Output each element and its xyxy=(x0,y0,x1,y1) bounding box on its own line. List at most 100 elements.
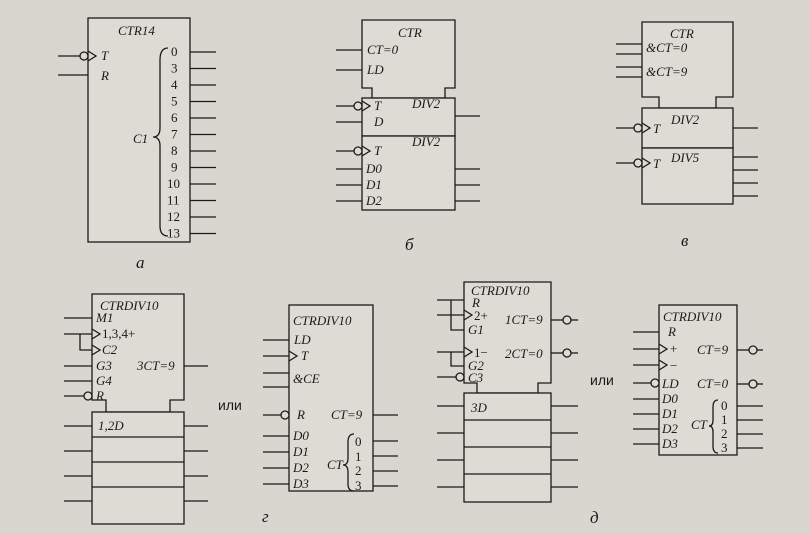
d2-ld: LD xyxy=(661,376,679,391)
d1-c3: C3 xyxy=(468,370,484,385)
ctr-b-t2: T xyxy=(374,143,382,158)
g2-ld: LD xyxy=(293,332,311,347)
ctr14-box xyxy=(87,17,191,243)
d2-bit-1: 1 xyxy=(721,412,728,427)
dynamic-input-marker xyxy=(91,328,102,340)
ctr-b-t1: T xyxy=(374,98,382,113)
shared-clock-wire xyxy=(79,334,92,351)
ctr-v-div5: DIV5 xyxy=(670,150,700,165)
ctr14-output-label: 13 xyxy=(167,226,180,241)
g1-c2: C2 xyxy=(102,342,118,357)
symbol-ctrdiv10-g1: CTRDIV10 M1 1,3,4+ C2 G3 G4 R 3CT=9 1,2D xyxy=(64,293,208,525)
ctr-v-t2: T xyxy=(653,156,661,171)
d1-down: 1− xyxy=(474,345,488,360)
ctr14-output-label: 4 xyxy=(171,77,178,92)
d2-d0: D0 xyxy=(661,391,678,406)
caption-v: в xyxy=(681,231,689,250)
d2-ct0: CT=0 xyxy=(697,376,729,391)
d2-d2: D2 xyxy=(661,421,678,436)
g2-d0: D0 xyxy=(292,428,309,443)
ctr-v-ct9: &CT=9 xyxy=(646,64,688,79)
inversion-bubble xyxy=(280,410,290,420)
ctr-b-div2b: DIV2 xyxy=(411,134,441,149)
ctr-v-t1: T xyxy=(653,121,661,136)
d1-g2: G2 xyxy=(468,358,484,373)
g1-title: CTRDIV10 xyxy=(100,298,159,313)
or-label-g: или xyxy=(218,397,242,413)
d2-ct: CT xyxy=(691,417,708,432)
symbol-ctrdiv10-d2: CTRDIV10 R + CT=9 − LD CT=0 D0 D1 D2 D3 … xyxy=(633,304,763,456)
g2-ct: CT xyxy=(327,457,344,472)
inversion-bubble xyxy=(353,146,363,156)
d2-box xyxy=(658,304,738,456)
d2-brace xyxy=(708,399,719,454)
dynamic-input-marker xyxy=(641,122,652,134)
ctr14-output-label: 11 xyxy=(167,193,180,208)
g1-g3: G3 xyxy=(96,358,112,373)
inversion-bubble xyxy=(748,345,758,355)
g2-bit-0: 0 xyxy=(355,434,362,449)
inversion-bubble xyxy=(353,101,363,111)
d2-ct9: CT=9 xyxy=(697,342,729,357)
ctr14-output-label: 9 xyxy=(171,160,178,175)
caption-g: г xyxy=(262,507,269,526)
dynamic-input-marker xyxy=(658,343,669,355)
div5-stage xyxy=(641,147,734,205)
g1-m1: M1 xyxy=(95,310,113,325)
g2-ce: &CE xyxy=(293,371,320,386)
ctr-b-d0: D0 xyxy=(365,161,382,176)
inversion-bubble xyxy=(562,315,572,325)
g1-data-block xyxy=(91,411,185,525)
caption-b: б xyxy=(405,235,414,254)
div2-stage xyxy=(641,107,734,149)
inversion-bubble xyxy=(455,372,465,382)
ctr-v-title: CTR xyxy=(670,26,694,41)
ctr14-output-label: 0 xyxy=(171,44,178,59)
d2-minus: − xyxy=(670,358,677,373)
g2-brace xyxy=(342,433,355,492)
inversion-bubble xyxy=(633,123,643,133)
inversion-bubble xyxy=(562,348,572,358)
g2-d2: D2 xyxy=(292,460,309,475)
ctr14-output-label: 10 xyxy=(167,176,180,191)
inversion-bubble xyxy=(633,158,643,168)
d1-data-label: 3D xyxy=(470,400,488,415)
ctr14-group-label: C1 xyxy=(133,131,148,146)
d2-title: CTRDIV10 xyxy=(663,309,722,324)
g1-r: R xyxy=(95,388,104,403)
dynamic-input-marker xyxy=(87,50,98,62)
d1-ct9: 1CT=9 xyxy=(505,312,543,327)
dynamic-input-marker xyxy=(361,145,372,157)
d1-g1: G1 xyxy=(468,322,484,337)
g2-bit-1: 1 xyxy=(355,449,362,464)
or-label-d: или xyxy=(590,372,614,388)
d2-d1: D1 xyxy=(661,406,678,421)
symbol-ctrdiv10-d1: CTRDIV10 R 2+ G1 1CT=9 1− G2 2CT=0 C3 3D xyxy=(437,281,578,503)
d1-up: 2+ xyxy=(474,308,488,323)
g2-d3: D3 xyxy=(292,476,309,491)
inversion-bubble xyxy=(83,391,93,401)
g2-d1: D1 xyxy=(292,444,309,459)
gate-wire xyxy=(450,352,464,367)
g2-bit-3: 3 xyxy=(355,478,362,493)
d2-bit-0: 0 xyxy=(721,398,728,413)
ctr14-output-label: 12 xyxy=(167,209,180,224)
d2-plus: + xyxy=(670,341,677,356)
div2-stage-2 xyxy=(361,135,456,211)
dynamic-input-marker xyxy=(658,359,669,371)
ctr-b-d: D xyxy=(373,114,384,129)
g2-ct9: CT=9 xyxy=(331,407,363,422)
d1-r: R xyxy=(471,295,480,310)
ctr14-output-label: 6 xyxy=(171,110,178,125)
dynamic-input-marker xyxy=(463,309,474,321)
ctr-b-ct0: CT=0 xyxy=(367,42,399,57)
d2-bit-3: 3 xyxy=(721,440,728,455)
symbol-ctr-div2: CTR CT=0 LD T DIV2 D DIV2 T D0 D1 D2 xyxy=(336,19,480,211)
inversion-bubble xyxy=(650,378,660,388)
g1-d: 1,2D xyxy=(98,418,124,433)
gate-wire xyxy=(450,300,464,331)
ctr14-output-label: 5 xyxy=(171,94,178,109)
inversion-bubble xyxy=(79,51,89,61)
dynamic-input-marker xyxy=(641,157,652,169)
ctr-b-d2: D2 xyxy=(365,193,382,208)
